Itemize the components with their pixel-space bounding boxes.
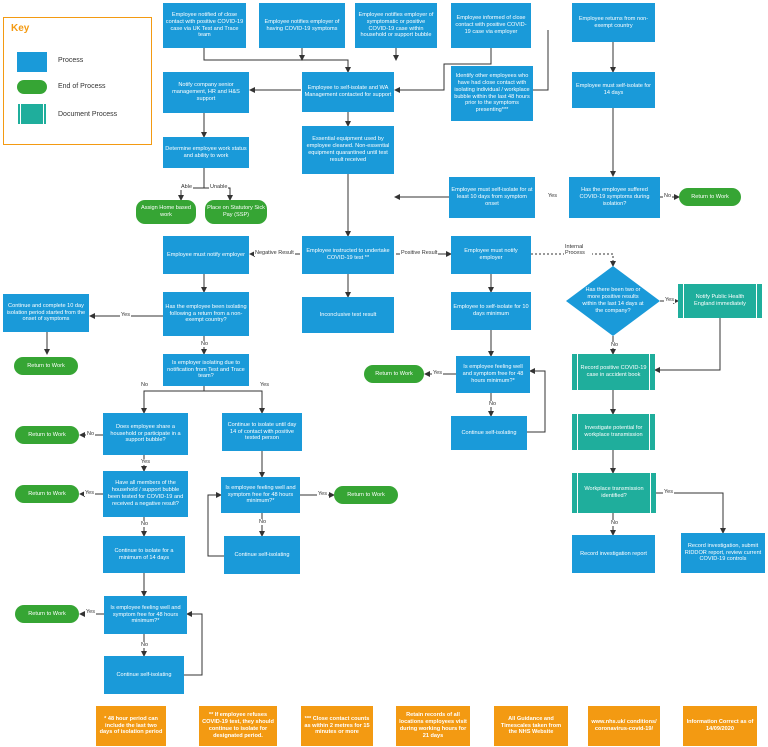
process-box: Employee must self-isolate for 14 days — [572, 72, 655, 108]
yes-label: Yes — [84, 490, 95, 496]
process-box: Record investigation report — [572, 535, 655, 573]
process-box: Employee notifies employer of symptomati… — [355, 3, 437, 48]
footer-note: ** If employee refuses COVID-19 test, th… — [199, 706, 277, 746]
document-box: Workplace transmission identified? — [572, 473, 656, 513]
process-box: Employee to self-isolate for 10 days min… — [451, 292, 531, 330]
key-document-symbol — [17, 104, 47, 124]
key-end-symbol — [17, 80, 47, 94]
footer-note: Retain records of all locations employee… — [396, 706, 470, 746]
yes-label: Yes — [663, 489, 674, 495]
yes-label: Yes — [547, 193, 558, 199]
yes-label: Yes — [664, 297, 675, 303]
process-box: Record investigation, submit RIDDOR repo… — [681, 533, 765, 573]
no-label: No — [140, 642, 150, 648]
negative-result-label: Negative Result — [254, 250, 295, 256]
process-box: Employee to self-isolate and WA Manageme… — [302, 72, 394, 112]
document-box: Notify Public Health England immediately — [678, 284, 762, 318]
process-box: Have all members of the household / supp… — [103, 471, 188, 517]
process-box: Continue self-isolating — [451, 416, 527, 450]
process-box: Continue self-isolating — [224, 536, 300, 574]
process-box: Is employee feeling well and symptom fre… — [104, 596, 187, 634]
footer-note: All Guidance and Timescales taken from t… — [494, 706, 568, 746]
no-label: No — [610, 342, 620, 348]
no-label: No — [140, 521, 150, 527]
return-to-work-terminal: Return to Work — [334, 486, 398, 504]
process-box: Does employee share a household or parti… — [103, 413, 188, 455]
process-box: Employee notifies employer of having COV… — [259, 3, 345, 48]
return-to-work-terminal: Return to Work — [15, 605, 79, 623]
able-label: Able — [180, 184, 194, 190]
process-box: Employee must self-isolate for at least … — [449, 177, 535, 218]
process-box: Is employer isolating due to notificatio… — [163, 354, 249, 386]
no-label: No — [610, 520, 620, 526]
document-box: Investigate potential for workplace tran… — [572, 414, 655, 450]
yes-label: Yes — [432, 370, 443, 376]
key-end-label: End of Process — [58, 83, 106, 90]
no-label: No — [200, 341, 210, 347]
assign-home-terminal: Assign Home based work — [136, 200, 196, 224]
footer-note: www.nhs.uk/ conditions/ coronavirus-covi… — [588, 706, 660, 746]
process-box: Continue to isolate until day 14 of cont… — [222, 413, 302, 451]
process-box: Has the employee been isolating followin… — [163, 292, 249, 336]
key-legend: Key Process End of Process Document Proc… — [3, 17, 152, 145]
no-label: No — [663, 193, 673, 199]
process-box: Essential equipment used by employee cle… — [302, 126, 394, 174]
process-box: Inconclusive test result — [302, 297, 394, 333]
process-box: Determine employee work status and abili… — [163, 137, 249, 168]
yes-label: Yes — [120, 312, 131, 318]
yes-label: Yes — [85, 609, 96, 615]
footer-note: *** Close contact counts as within 2 met… — [301, 706, 373, 746]
internal-process-label: Internal Process — [564, 244, 592, 257]
process-box: Continue and complete 10 day isolation p… — [3, 294, 89, 332]
process-box: Continue to isolate for a minimum of 14 … — [103, 536, 185, 573]
yes-label: Yes — [317, 491, 328, 497]
process-box: Continue self-isolating — [104, 656, 184, 694]
process-box: Has the employee suffered COVID-19 sympt… — [569, 177, 660, 218]
process-box: Employee must notify employer — [451, 236, 531, 274]
decision-diamond — [566, 266, 660, 336]
no-label: No — [488, 401, 498, 407]
positive-result-label: Positive Result — [400, 250, 439, 256]
process-box: Employee informed of close contact with … — [451, 3, 531, 48]
process-box: Is employee feeling well and symptom fre… — [221, 477, 300, 513]
return-to-work-terminal: Return to Work — [15, 426, 79, 444]
return-to-work-terminal: Return to Work — [679, 188, 741, 206]
no-label: No — [86, 431, 96, 437]
footer-note: * 48 hour period can include the last tw… — [96, 706, 166, 746]
unable-label: Unable — [209, 184, 229, 190]
process-box: Is employee feeling well and symptom fre… — [456, 356, 530, 393]
key-title: Key — [11, 23, 30, 34]
document-box: Record positive COVID-19 case in acciden… — [572, 354, 655, 390]
no-label: No — [258, 519, 268, 525]
key-process-label: Process — [58, 57, 84, 64]
footer-note: Information Correct as of 14/09/2020 — [683, 706, 757, 746]
process-box: Notify company senior management, HR and… — [163, 72, 249, 113]
process-box: Employee must notify employer — [163, 236, 249, 274]
place-ssp-terminal: Place on Statutory Sick Pay (SSP) — [205, 200, 267, 224]
return-to-work-terminal: Return to Work — [364, 365, 424, 383]
process-box: Employee instructed to undertake COVID-1… — [302, 236, 394, 274]
return-to-work-terminal: Return to Work — [15, 485, 79, 503]
key-document-label: Document Process — [58, 111, 118, 118]
key-process-symbol — [17, 52, 47, 72]
process-box: Identify other employees who have had cl… — [451, 66, 533, 121]
yes-label: Yes — [140, 459, 151, 465]
yes-label: Yes — [259, 382, 270, 388]
process-box: Employee returns from non-exempt country — [572, 3, 655, 42]
decision-text: Has there been two or more positive resu… — [582, 287, 644, 314]
no-label: No — [140, 382, 150, 388]
process-box: Employee notified of close contact with … — [163, 3, 246, 48]
return-to-work-terminal: Return to Work — [14, 357, 78, 375]
